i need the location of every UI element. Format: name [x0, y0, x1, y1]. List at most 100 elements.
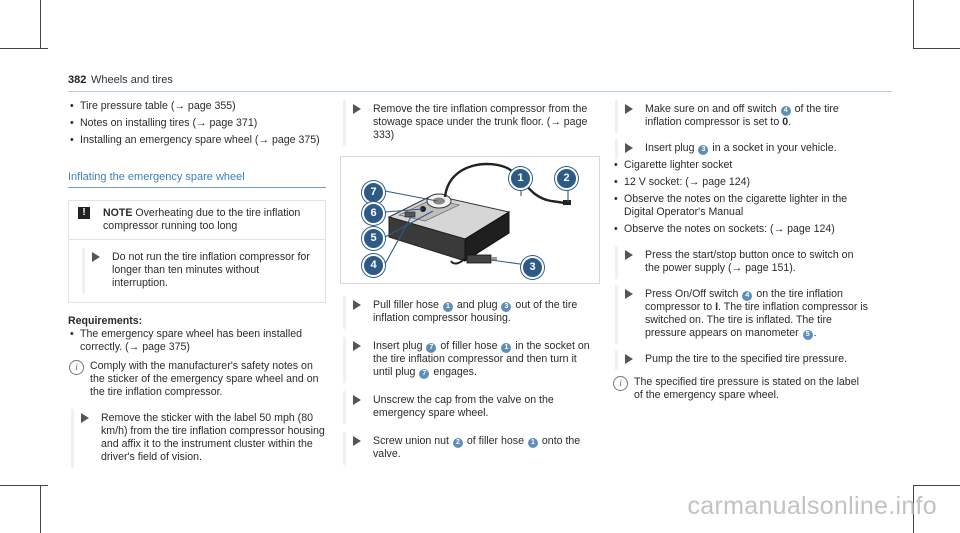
- arrow-icon: [353, 395, 361, 405]
- callout-3: 3: [521, 256, 544, 279]
- list-item: Observe the notes on sockets: (→ page 12…: [612, 223, 870, 236]
- arrow-icon: [353, 341, 361, 351]
- inline-number: 1: [442, 302, 453, 312]
- notice-label: NOTE: [103, 207, 133, 219]
- inline-number: 7: [426, 343, 437, 353]
- step-text: Make sure on and off switch: [645, 103, 777, 115]
- instruction-step: Press On/Off switch 4 on the tire inflat…: [615, 285, 870, 344]
- step-text: in a socket in your vehicle.: [712, 142, 837, 154]
- switch-position-value: 0: [782, 116, 789, 128]
- arrow-icon: [353, 300, 361, 310]
- arrow-icon: [81, 413, 89, 423]
- instruction-step: Pump the tire to the specified tire pres…: [615, 350, 870, 370]
- info-icon: i: [613, 376, 628, 391]
- callout-4: 4: [362, 254, 385, 277]
- watermark: carmanualsonline.info: [687, 492, 937, 520]
- arrow-icon: [625, 354, 633, 364]
- instruction-step: Pull filler hose 1 and plug 3 out of the…: [343, 296, 598, 329]
- instruction-step: Insert plug 3 in a socket in your vehicl…: [615, 139, 870, 159]
- inline-number: 1: [501, 343, 512, 353]
- page-number: 382: [68, 74, 87, 86]
- warning-icon: !: [78, 207, 90, 219]
- tire-inflation-compressor-illustration: [384, 162, 571, 266]
- arrow-icon: [625, 250, 633, 260]
- step-text: Pump the tire to the specified tire pres…: [645, 353, 847, 365]
- page-header-title: Wheels and tires: [91, 74, 173, 86]
- callout-7: 7: [362, 181, 385, 204]
- inline-number: 5: [802, 330, 813, 340]
- section-title: Inflating the emergency spare wheel: [68, 171, 326, 188]
- step-text: Insert plug: [373, 340, 423, 352]
- inline-number: 7: [419, 369, 430, 379]
- instruction-step: Insert plug 7 of filler hose 1 in the so…: [343, 337, 598, 383]
- callout-5: 5: [362, 227, 385, 250]
- crop-mark: [40, 485, 41, 533]
- notice-heading: Overheating due to the tire inflation co…: [103, 207, 301, 232]
- crop-mark: [40, 0, 41, 48]
- switch-position-value: I: [715, 301, 719, 313]
- inline-number: 4: [742, 291, 753, 301]
- callout-1: 1: [509, 167, 532, 190]
- step-text: of filler hose: [440, 340, 498, 352]
- step-text: on the tire inflation compressor to: [645, 288, 843, 313]
- inline-number: 3: [698, 145, 709, 155]
- notice-body: Do not run the tire inflation compressor…: [69, 239, 325, 302]
- arrow-icon: [625, 143, 633, 153]
- instruction-step: Do not run the tire inflation compressor…: [82, 248, 317, 294]
- column-2: Remove the tire inflation compressor fro…: [340, 100, 600, 465]
- arrow-icon: [92, 252, 100, 262]
- list-item: Tire pressure table (→ page 355): [68, 100, 326, 113]
- inline-number: 3: [501, 302, 512, 312]
- info-text: The specified tire pressure is stated on…: [634, 376, 859, 401]
- list-item: Observe the notes on the cigarette light…: [612, 193, 870, 219]
- header-rule: [68, 91, 892, 92]
- step-text: Remove the tire inflation compressor fro…: [373, 103, 588, 141]
- notice-header: ! NOTE Overheating due to the tire infla…: [69, 201, 325, 239]
- step-text: Unscrew the cap from the valve on the em…: [373, 394, 554, 419]
- step-text: in the socket on the tire inflation comp…: [373, 340, 590, 378]
- crop-mark: [913, 485, 914, 533]
- instruction-step: Make sure on and off switch 4 of the tir…: [615, 100, 870, 133]
- requirements-title: Requirements:: [68, 315, 143, 327]
- list-item: Installing an emergency spare wheel (→ p…: [68, 134, 326, 147]
- column-1: Tire pressure table (→ page 355) Notes o…: [68, 100, 326, 468]
- step-text: Pull filler hose: [373, 299, 439, 311]
- instruction-step: Screw union nut 2 of filler hose 1 onto …: [343, 432, 598, 465]
- step-text: engages.: [433, 366, 477, 378]
- step-text: of filler hose: [466, 435, 524, 447]
- instruction-step: Unscrew the cap from the valve on the em…: [343, 391, 598, 424]
- step-text: Do not run the tire inflation compressor…: [112, 251, 310, 289]
- crop-mark: [913, 0, 914, 48]
- arrow-icon: [353, 436, 361, 446]
- step-text: .: [788, 116, 792, 128]
- inline-number: 4: [780, 106, 791, 116]
- step-text: Screw union nut: [373, 435, 449, 447]
- callout-2: 2: [555, 167, 578, 190]
- step-text: Press the start/stop button once to swit…: [645, 249, 854, 274]
- column-3: Make sure on and off switch 4 of the tir…: [612, 100, 870, 402]
- instruction-step: Remove the tire inflation compressor fro…: [343, 100, 598, 146]
- callout-6: 6: [362, 202, 385, 225]
- crop-mark: [0, 48, 48, 49]
- notice-box: ! NOTE Overheating due to the tire infla…: [68, 200, 326, 303]
- list-item: Notes on installing tires (→ page 371): [68, 117, 326, 130]
- inline-number: 2: [452, 438, 463, 448]
- info-icon: i: [69, 360, 84, 375]
- step-text: onto the valve.: [373, 435, 581, 460]
- crop-mark: [0, 485, 48, 486]
- step-text: Remove the sticker with the label 50 mph…: [101, 412, 325, 463]
- arrow-icon: [625, 289, 633, 299]
- list-item: Cigarette lighter socket: [612, 159, 870, 172]
- crop-mark: [913, 48, 960, 49]
- list-item: The emergency spare wheel has been insta…: [68, 328, 326, 354]
- step-text: and plug: [456, 299, 498, 311]
- arrow-icon: [625, 104, 633, 114]
- arrow-icon: [353, 104, 361, 114]
- compressor-figure: 7 6 5 4 1 2 3: [340, 156, 600, 284]
- inline-number: 1: [527, 438, 538, 448]
- info-note: i Comply with the manufacturer's safety …: [68, 360, 326, 399]
- list-item: 12 V socket: (→ page 124): [612, 176, 870, 189]
- step-text: .: [813, 327, 817, 339]
- info-note: i The specified tire pressure is stated …: [612, 376, 870, 402]
- step-text: of the tire inflation compressor is set …: [645, 103, 839, 128]
